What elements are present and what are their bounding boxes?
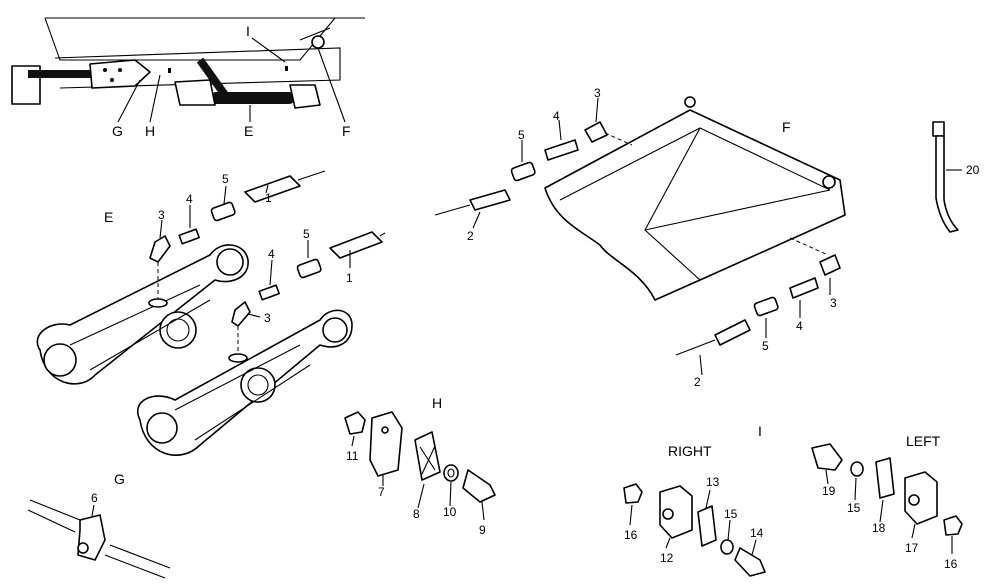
heading-right: RIGHT: [668, 443, 712, 459]
lift-arm-upper: [36, 244, 249, 385]
overview-label-i: I: [246, 23, 250, 39]
heading-left: LEFT: [906, 433, 941, 449]
overview-label-f: F: [342, 123, 351, 139]
hopper-tray: [544, 109, 846, 301]
overview-label-h: H: [145, 123, 155, 139]
callout-h-11: 11: [346, 449, 359, 463]
section-label-h: H: [432, 395, 442, 411]
callout-r-13: 13: [706, 475, 720, 489]
section-h: H 11 7 8 10 9: [344, 395, 496, 537]
callout-r-16: 16: [624, 528, 638, 542]
callout-r-12: 12: [660, 551, 674, 565]
section-label-e: E: [104, 209, 113, 225]
callout-f-2b: 2: [694, 375, 701, 389]
callout-f-5a: 5: [518, 128, 525, 142]
callout-l-18: 18: [872, 521, 886, 535]
callout-e-5b: 5: [303, 227, 310, 241]
section-f: F 3 4 5 2 3 4 5 2: [434, 86, 846, 389]
callout-r-15: 15: [724, 507, 738, 521]
section-label-f: F: [782, 119, 791, 135]
callout-h-8: 8: [413, 507, 420, 521]
callout-h-10: 10: [443, 505, 457, 519]
callout-e-4b: 4: [268, 247, 275, 261]
callout-e-4a: 4: [186, 192, 193, 206]
callout-e-5a: 5: [222, 172, 229, 186]
callout-e-3b: 3: [264, 311, 271, 325]
section-label-g: G: [114, 471, 125, 487]
callout-e-1a: 1: [265, 191, 272, 205]
callout-h-7: 7: [378, 485, 385, 499]
overview-label-e: E: [244, 123, 253, 139]
callout-f-2a: 2: [467, 229, 474, 243]
callout-e-3a: 3: [158, 208, 165, 222]
callout-g-6: 6: [91, 491, 98, 505]
overview-label-g: G: [112, 123, 123, 139]
overview-assembly: G H E F I: [11, 17, 365, 139]
callout-f-5b: 5: [762, 339, 769, 353]
section-e: E: [36, 170, 386, 456]
callout-l-17: 17: [905, 541, 919, 555]
callout-r-14: 14: [750, 526, 764, 540]
callout-f-3b: 3: [830, 296, 837, 310]
callout-f-4a: 4: [553, 109, 560, 123]
section-g: G 6: [27, 471, 171, 579]
callout-f-3a: 3: [594, 86, 601, 100]
callout-l-15: 15: [847, 501, 861, 515]
callout-tie-20: 20: [966, 163, 980, 177]
callout-h-9: 9: [479, 523, 486, 537]
callout-e-1b: 1: [346, 271, 353, 285]
section-label-i: I: [758, 423, 762, 439]
section-i: I RIGHT LEFT 16 12 13 15 14 19 15: [623, 423, 963, 577]
callout-f-4b: 4: [796, 319, 803, 333]
callout-l-16: 16: [944, 557, 958, 571]
callout-l-19: 19: [822, 484, 836, 498]
cable-tie: 20: [932, 121, 980, 233]
